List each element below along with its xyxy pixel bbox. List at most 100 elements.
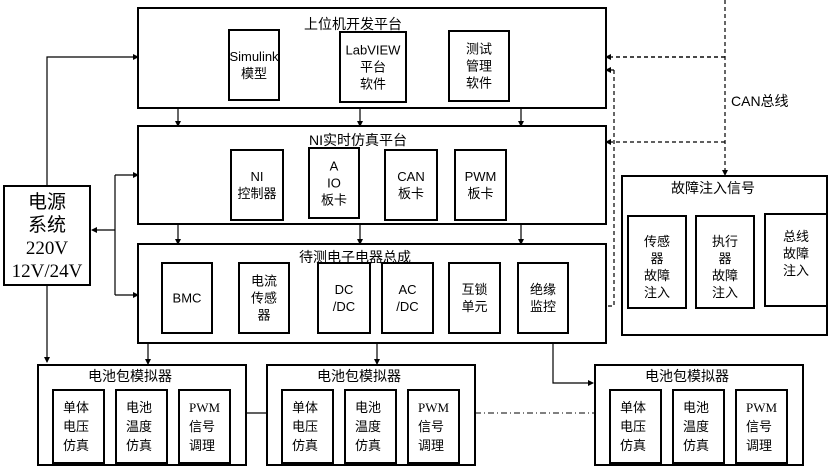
ni-module-2-label-line: 板卡 — [321, 193, 347, 208]
ni-module-3-frame — [384, 149, 438, 221]
battery-sim-3-module-3-frame — [735, 389, 788, 464]
ni-module-2: A IO 板卡 — [308, 147, 360, 219]
dut-battery3-link — [550, 339, 594, 386]
connectors — [44, 0, 728, 414]
host-module-3-label-line: 软件 — [466, 76, 492, 91]
fault-module-label-line: 器 — [718, 251, 731, 266]
dut-module-4-label-line: /DC — [396, 299, 418, 314]
battery-sim-3-module-3-label-line: PWM — [746, 400, 778, 415]
dut-module-6-label-line: 绝缘 — [530, 282, 556, 297]
dut-assembly-title: 待测电子电器总成 — [299, 249, 411, 265]
dut-module-6-frame — [517, 262, 569, 334]
fault-module-label-line: 故障 — [783, 246, 809, 261]
dut-module-5-label-line: 互锁 — [461, 282, 487, 297]
battery-sim-1-module-3-frame — [178, 389, 231, 464]
ni-module-2-frame — [308, 147, 360, 219]
battery-sim-1-module-1-frame — [52, 389, 105, 464]
dut-module-2-frame — [238, 262, 290, 334]
host-module-3-frame — [448, 30, 510, 102]
fault-module-label-line: 总线 — [783, 229, 809, 244]
host-module-1-label-line: 模型 — [241, 66, 267, 81]
ni-module-4-label-line: 板卡 — [467, 186, 493, 201]
ni-module-4-label-line: PWM — [465, 169, 497, 184]
power-supply — [3, 185, 91, 286]
battery-sim-3-module-2-label-line: 仿真 — [683, 438, 709, 453]
dut-module-1: BMC — [161, 262, 213, 334]
host-module-2-label-line: 软件 — [360, 77, 386, 92]
battery-sim-1-module-1-label-line: 单体 — [63, 400, 89, 415]
fault-module-label-line: 故障 — [712, 268, 738, 283]
dut-module-4: AC/DC — [381, 262, 434, 334]
host-module-1-frame — [228, 29, 280, 101]
dut-module-2-label-line: 电流 — [251, 274, 277, 289]
battery-sim-1-module-3-label-line: 信号 — [189, 419, 215, 434]
battery-sim-2-module-2-label-line: 温度 — [355, 419, 381, 434]
host-module-2-label-line: 平台 — [360, 60, 386, 75]
fault-module-label-line: 传感 — [644, 234, 670, 249]
host-module-1: Simulink 模型 — [228, 29, 280, 101]
ni-module-3-label-line: 板卡 — [398, 186, 424, 201]
ni-module-2-label-line: A — [330, 159, 339, 174]
battery-sim-3-module-2-label-line: 电池 — [683, 400, 709, 415]
ni-module-2-label-line: IO — [327, 176, 341, 191]
battery-sim-1-module-2-label-line: 电池 — [126, 400, 152, 415]
host-module-2-label-line: LabVIEW — [346, 43, 402, 58]
battery-sim-2-module-1-label-line: 单体 — [292, 400, 318, 415]
can-bus-to-dut — [606, 70, 615, 307]
power-supply-label-line: 电源 — [28, 191, 66, 213]
battery-sim-2-module-3-label-line: PWM — [418, 400, 450, 415]
host-module-3-label-line: 测试 — [466, 42, 492, 57]
battery-sim-1-module-3-label-line: PWM — [189, 400, 221, 415]
ni-module-4-frame — [454, 149, 507, 221]
battery-sim-3-module-1-label-line: 单体 — [620, 400, 646, 415]
power-host-link — [44, 54, 139, 191]
fault-injection-title: 故障注入信号 — [671, 180, 755, 196]
battery-sim-2-module-2-label-line: 仿真 — [355, 438, 381, 453]
battery-sim-1-module-2-label-line: 仿真 — [126, 438, 152, 453]
ni-module-4: PWM 板卡 — [454, 149, 507, 221]
battery-sim-3-module-1-label-line: 仿真 — [620, 438, 646, 453]
can-bus-label: CAN总线 — [731, 93, 789, 109]
fault-module-1-frame — [627, 215, 687, 309]
battery-sim-3-module-2-frame — [672, 389, 725, 464]
battery-sim-1-module-2-label-line: 温度 — [126, 419, 152, 434]
power-supply-label-line: 12V/24V — [12, 261, 83, 282]
battery-sim-3-module-1-label-line: 电压 — [620, 419, 646, 434]
dut-module-5-frame — [448, 262, 501, 334]
fault-module-2-frame — [695, 215, 755, 309]
dut-module-3-label-line: DC — [335, 282, 354, 297]
fault-module-label-line: 注入 — [644, 285, 670, 300]
dut-module-1-label-line: BMC — [173, 291, 202, 306]
dut-module-3: DC/DC — [317, 262, 371, 334]
battery-simulator-title: 电池包模拟器 — [317, 368, 401, 384]
fault-module-label-line: 注入 — [712, 285, 738, 300]
battery-sim-2-module-2-frame — [344, 389, 397, 464]
dut-module-3-frame — [317, 262, 371, 334]
host-platform-title: 上位机开发平台 — [304, 16, 402, 32]
dut-module-5-label-line: 单元 — [461, 299, 487, 314]
battery-sim-3-module-2-label-line: 温度 — [683, 419, 709, 434]
fault-module-label-line: 执行 — [712, 234, 738, 249]
host-module-1-label-line: Simulink — [229, 49, 279, 64]
fault-module-label-line: 故障 — [644, 268, 670, 283]
battery-sim-2-module-2-label-line: 电池 — [355, 400, 381, 415]
fault-module-3-frame — [764, 213, 828, 307]
battery-sim-1-module-1-label-line: 仿真 — [63, 438, 89, 453]
host-module-2-frame — [339, 31, 407, 103]
